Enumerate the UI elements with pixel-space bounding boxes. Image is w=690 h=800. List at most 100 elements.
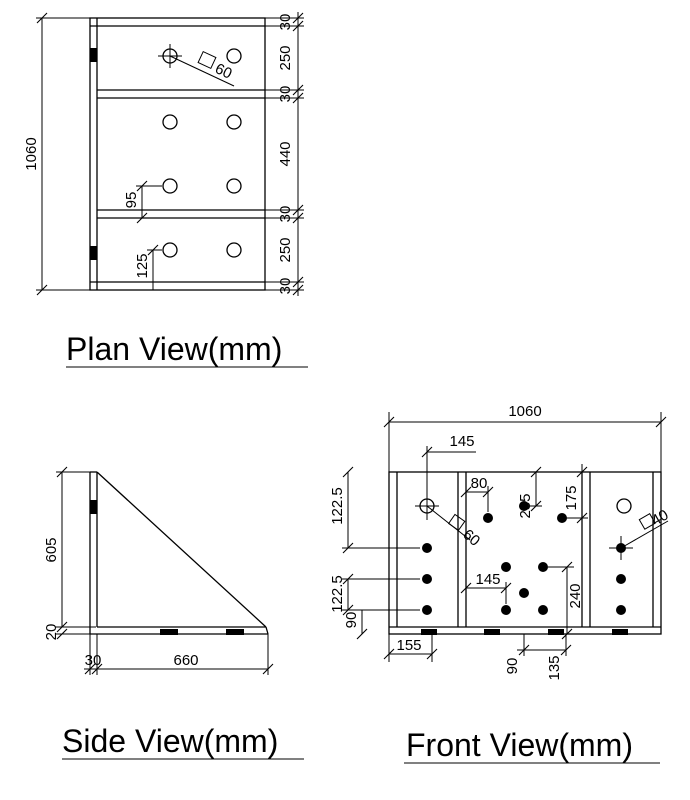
tick bbox=[530, 466, 542, 478]
plan-hole bbox=[226, 114, 242, 130]
front-overall-label: 1060 bbox=[508, 403, 541, 420]
front-bolt bbox=[501, 605, 511, 615]
tick bbox=[342, 604, 354, 616]
side-length-label: 660 bbox=[173, 652, 198, 669]
plan-flange-top-label: 30 bbox=[277, 14, 294, 31]
front-135-label: 135 bbox=[546, 655, 563, 680]
front-base-pad bbox=[548, 629, 564, 635]
tick bbox=[292, 212, 304, 224]
tick bbox=[383, 416, 395, 428]
front-hole-open bbox=[616, 498, 632, 514]
front-bolt bbox=[422, 574, 432, 584]
side-base-end bbox=[265, 626, 269, 635]
side-view: 605 20 30 660 Side View(mm) bbox=[43, 466, 304, 760]
plan-plate-outline bbox=[89, 17, 266, 291]
front-bolt bbox=[483, 513, 493, 523]
tick bbox=[292, 276, 304, 288]
tick bbox=[460, 582, 472, 594]
front-bolt bbox=[538, 562, 548, 572]
plan-hole-size-label: 60 bbox=[212, 60, 234, 82]
tick bbox=[342, 573, 354, 585]
side-pad bbox=[90, 500, 97, 514]
front-bolt bbox=[422, 543, 432, 553]
front-bolt bbox=[519, 588, 529, 598]
tick bbox=[560, 644, 572, 656]
tick bbox=[421, 446, 433, 458]
front-base-pad bbox=[484, 629, 500, 635]
plan-hole bbox=[162, 178, 178, 194]
tick bbox=[292, 204, 304, 216]
front-bolt bbox=[422, 605, 432, 615]
plan-hole-edge-label: 125 bbox=[134, 253, 151, 278]
tick bbox=[292, 20, 304, 32]
front-bolt bbox=[538, 605, 548, 615]
plan-bay-bottom-label: 250 bbox=[277, 237, 294, 262]
front-145-mid: 145 bbox=[475, 571, 500, 588]
plan-view: 60 1060 30 250 30 440 30 bbox=[23, 12, 308, 368]
front-title: Front View(mm) bbox=[406, 727, 633, 763]
front-155-label: 155 bbox=[396, 637, 421, 654]
side-base-label: 20 bbox=[43, 624, 60, 641]
tick bbox=[482, 486, 494, 498]
tick bbox=[56, 628, 68, 640]
front-122-bottom-label: 122.5 bbox=[329, 575, 346, 613]
tick bbox=[292, 92, 304, 104]
plan-flange-bottom-label: 30 bbox=[277, 278, 294, 295]
front-square-symbol bbox=[447, 513, 466, 532]
front-80-label: 80 bbox=[471, 475, 488, 492]
tick bbox=[530, 500, 542, 512]
front-hole-size-left: 60 bbox=[459, 526, 483, 550]
plan-stiff-2-label: 30 bbox=[277, 206, 294, 223]
front-235-label: 235 bbox=[517, 493, 534, 518]
front-hole-leader bbox=[620, 520, 669, 549]
tick bbox=[36, 284, 48, 296]
plan-title: Plan View(mm) bbox=[66, 331, 282, 367]
side-hypotenuse bbox=[96, 471, 267, 628]
front-base-pad bbox=[421, 629, 437, 635]
tick bbox=[518, 644, 530, 656]
tick bbox=[460, 486, 472, 498]
tick bbox=[84, 663, 96, 675]
tick bbox=[655, 416, 667, 428]
tick bbox=[56, 466, 68, 478]
side-height-label: 605 bbox=[43, 537, 60, 562]
front-bolt bbox=[557, 513, 567, 523]
plan-hole bbox=[226, 242, 242, 258]
front-175-label: 175 bbox=[563, 485, 580, 510]
tick bbox=[561, 628, 573, 640]
tick bbox=[356, 628, 368, 640]
front-square-symbol bbox=[638, 512, 656, 530]
tick bbox=[576, 512, 588, 524]
plan-hole bbox=[162, 114, 178, 130]
front-122-top-label: 122.5 bbox=[329, 487, 346, 525]
tick bbox=[292, 84, 304, 96]
plan-hole bbox=[226, 48, 242, 64]
side-title: Side View(mm) bbox=[62, 723, 278, 759]
tick bbox=[426, 648, 438, 660]
front-base-pad bbox=[612, 629, 628, 635]
plan-pad-top bbox=[90, 48, 97, 62]
tick bbox=[561, 561, 573, 573]
side-web-label: 30 bbox=[85, 652, 102, 669]
plan-pad-bottom bbox=[90, 246, 97, 260]
plan-square-symbol bbox=[197, 50, 217, 70]
side-base-pad bbox=[226, 629, 244, 635]
plan-bay-mid-label: 440 bbox=[277, 141, 294, 166]
tick bbox=[136, 212, 148, 224]
front-145-top: 145 bbox=[449, 433, 474, 450]
plan-hole-offset-label: 95 bbox=[123, 192, 140, 209]
plan-stiff-1-label: 30 bbox=[277, 86, 294, 103]
plan-hole bbox=[226, 178, 242, 194]
tick bbox=[36, 12, 48, 24]
tick bbox=[292, 284, 304, 296]
tick bbox=[342, 466, 354, 478]
front-bolt bbox=[616, 574, 626, 584]
front-hole-size-right: 40 bbox=[649, 506, 672, 529]
front-90-left-label: 90 bbox=[343, 612, 360, 629]
tick bbox=[500, 582, 512, 594]
front-bolt bbox=[501, 562, 511, 572]
front-90-bottom-label: 90 bbox=[504, 658, 521, 675]
front-bolt bbox=[616, 605, 626, 615]
tick bbox=[262, 663, 274, 675]
